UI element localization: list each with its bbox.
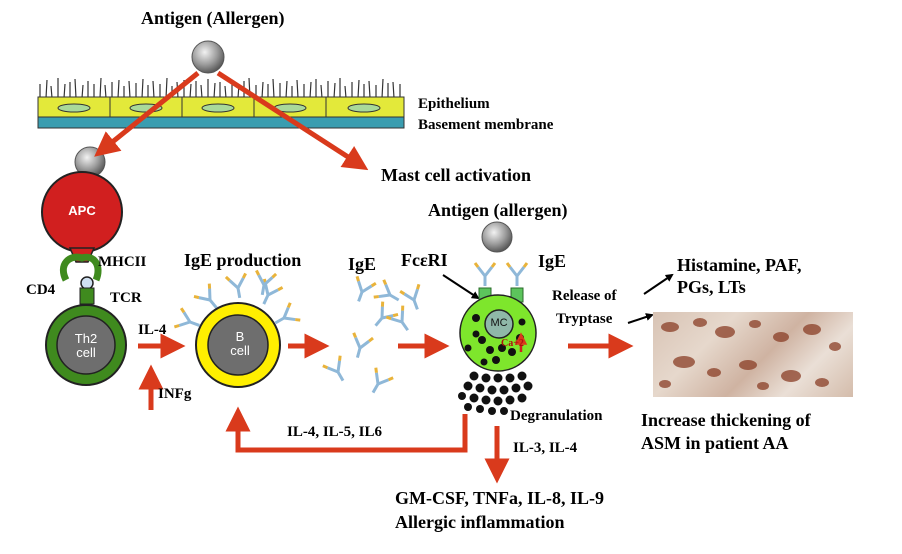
asm-line1-label: Increase thickening of: [641, 410, 811, 430]
tcr-receptor: [79, 287, 95, 305]
infg-label: INFg: [158, 386, 192, 402]
free-ige-antibodies: [321, 274, 429, 400]
il4-label: IL-4: [138, 322, 167, 338]
basement-membrane-band: [37, 116, 405, 129]
basement-membrane-label: Basement membrane: [418, 117, 554, 133]
asm-line2-label: ASM in patient AA: [641, 433, 789, 453]
tryptase-histology-image: [653, 312, 853, 397]
mhcii-label: MHCII: [98, 254, 147, 270]
cd4-label: CD4: [26, 282, 56, 298]
release-of-label: Release of: [552, 288, 617, 304]
red-arrows: [94, 70, 634, 484]
allergic-inflammation-label: Allergic inflammation: [395, 512, 565, 532]
antigen-mid-label: Antigen (allergen): [428, 200, 568, 220]
ige-production-label: IgE production: [184, 250, 302, 270]
apc-label: APC: [68, 203, 96, 218]
granules: [458, 314, 533, 415]
mediators-line2-label: PGs, LTs: [677, 277, 746, 297]
arrow-antigen-to-mast: [216, 70, 369, 171]
bcell-label-line1: B: [235, 329, 245, 344]
mediators-line1-label: Histamine, PAF,: [677, 255, 802, 275]
calcium-label: Ca+2: [501, 338, 524, 349]
ige-free-label: IgE: [348, 254, 377, 274]
cilia: [39, 77, 401, 99]
th2-label-line2: cell: [76, 345, 96, 361]
tcr-label: TCR: [110, 290, 142, 306]
epithelium-layer: [37, 77, 405, 129]
black-arrows: [442, 273, 674, 324]
il-feedback-label: IL-4, IL-5, IL6: [287, 424, 383, 440]
arrow-to-mediators: [643, 273, 674, 295]
bcell-nucleus: [207, 314, 269, 376]
degranulation-label: Degranulation: [510, 408, 603, 424]
il3-il4-label: IL-3, IL-4: [513, 440, 578, 456]
cytokines-label: GM-CSF, TNFa, IL-8, IL-9: [395, 488, 605, 508]
antigen-top-label: Antigen (Allergen): [141, 8, 285, 28]
th2-label-line1: Th2: [74, 331, 98, 346]
arrow-feedback-loop: [225, 406, 468, 453]
arrow-fceri-pointer: [442, 274, 480, 300]
th2-nucleus: [56, 315, 116, 375]
bcell-label-line2: cell: [230, 343, 250, 359]
ige-bound-label: IgE: [538, 251, 567, 271]
tcr-antigen-complex: [80, 276, 94, 290]
bcell-label: B cell: [218, 329, 262, 359]
antigen-particle-top: [191, 40, 225, 74]
tryptase-label: Tryptase: [556, 311, 613, 327]
mast-cell-activation-label: Mast cell activation: [381, 165, 531, 185]
arrow-to-tryptase-image: [627, 313, 654, 324]
th2-label: Th2 cell: [66, 331, 106, 361]
antigen-particle-mast: [481, 221, 513, 253]
mast-cell-group: [458, 261, 537, 415]
mc-label: MC: [490, 317, 508, 329]
fceri-label: FcεRI: [401, 250, 448, 270]
arrow-antigen-to-apc: [94, 71, 200, 157]
mast-cell-nucleus: [484, 309, 514, 339]
epithelial-cells: [57, 97, 381, 117]
epithelium-label: Epithelium: [418, 96, 490, 112]
cd4-molecule: [59, 253, 102, 282]
